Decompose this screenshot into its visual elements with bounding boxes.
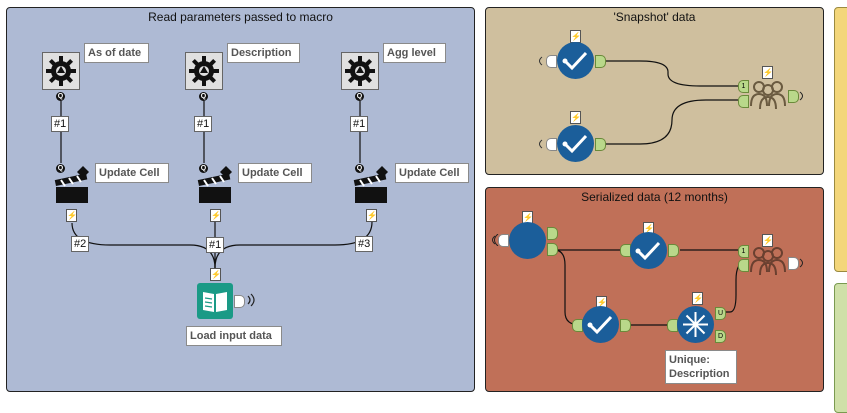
update-cell-tool[interactable] [53, 164, 93, 206]
output-anchor[interactable] [595, 138, 606, 151]
unique-tool[interactable] [677, 306, 714, 343]
checkmark-icon [635, 241, 661, 261]
broadcast-icon [799, 258, 803, 268]
clapperboard-icon [197, 166, 232, 203]
filter-check-tool[interactable] [630, 232, 667, 269]
input-anchor[interactable] [738, 259, 749, 272]
broadcast-icon [539, 139, 543, 149]
question-anchor[interactable]: Q [355, 164, 364, 173]
output-anchor[interactable] [620, 319, 631, 332]
input-label: Description [227, 43, 300, 63]
lightning-icon[interactable]: ⚡ [570, 111, 581, 124]
broadcast-icon [247, 293, 255, 307]
unique-label: Unique: Description [665, 350, 737, 384]
people-icon [750, 81, 786, 110]
input-anchor[interactable]: 1 [738, 80, 749, 93]
output-anchor[interactable] [547, 227, 558, 240]
checkmark-icon [562, 51, 588, 71]
input-label: Agg level [383, 43, 446, 63]
snowflake-icon [683, 312, 708, 337]
update-cell-tool[interactable] [196, 164, 236, 206]
question-anchor[interactable]: Q [355, 92, 364, 101]
book-icon [197, 283, 233, 319]
lightning-icon[interactable]: ⚡ [66, 209, 77, 222]
container-title: Read parameters passed to macro [148, 10, 333, 24]
lightning-icon[interactable]: ⚡ [762, 66, 773, 79]
question-anchor[interactable]: Q [199, 164, 208, 173]
load-input-data-tool[interactable] [197, 283, 233, 319]
union-tool[interactable] [749, 78, 787, 110]
connection-tag: #3 [355, 236, 374, 252]
output-anchor[interactable] [547, 243, 558, 256]
lightning-icon[interactable]: ⚡ [692, 292, 703, 305]
update-cell-label: Update Cell [238, 163, 312, 183]
interface-tool-as-of-date[interactable] [42, 52, 80, 90]
unique-anchor[interactable]: U [715, 307, 726, 320]
lightning-icon[interactable]: ⚡ [366, 209, 377, 222]
clapperboard-icon [353, 166, 388, 203]
broadcast-icon [799, 91, 803, 101]
container-title: Serialized data (12 months) [581, 190, 728, 204]
container-title: 'Snapshot' data [613, 10, 696, 24]
question-anchor[interactable]: Q [56, 92, 65, 101]
generate-rows-tool[interactable] [509, 222, 546, 259]
clapperboard-icon [54, 166, 89, 203]
broadcast-icon [539, 56, 543, 66]
lightning-icon[interactable]: ⚡ [210, 268, 221, 281]
interface-tool-agg-level[interactable] [341, 52, 379, 90]
union-tool[interactable] [749, 244, 787, 276]
question-anchor[interactable]: Q [56, 164, 65, 173]
filter-check-tool[interactable] [582, 306, 619, 343]
broadcast-icon [492, 234, 499, 246]
question-anchor[interactable]: Q [199, 92, 208, 101]
partial-container-yellow[interactable] [834, 7, 847, 272]
input-label: As of date [84, 43, 149, 63]
connection-tag: #1 [206, 237, 225, 253]
update-cell-label: Update Cell [95, 163, 169, 183]
gear-icon [341, 52, 379, 90]
output-anchor[interactable] [595, 55, 606, 68]
checkmark-icon [587, 315, 613, 335]
duplicate-anchor[interactable]: D [715, 330, 726, 343]
connection-tag: #1 [350, 116, 369, 132]
filter-check-tool[interactable] [557, 42, 594, 79]
input-anchor[interactable]: 1 [738, 245, 749, 258]
lightning-icon[interactable]: ⚡ [210, 209, 221, 222]
interface-tool-description[interactable] [185, 52, 223, 90]
load-input-label: Load input data [186, 326, 282, 346]
input-anchor[interactable] [498, 234, 509, 247]
connection-tag: #1 [51, 116, 70, 132]
filter-check-tool[interactable] [557, 125, 594, 162]
input-anchor[interactable] [546, 55, 557, 68]
output-anchor[interactable] [788, 90, 799, 103]
lightning-icon[interactable]: ⚡ [762, 234, 773, 247]
gear-icon [185, 52, 223, 90]
serialized-data-container[interactable]: Serialized data (12 months) [485, 187, 824, 392]
update-cell-tool[interactable] [352, 164, 392, 206]
update-cell-label: Update Cell [395, 163, 469, 183]
connection-tag: #2 [71, 236, 90, 252]
output-anchor[interactable] [234, 295, 245, 308]
checkmark-icon [562, 134, 588, 154]
connection-tag: #1 [194, 116, 213, 132]
output-anchor[interactable] [668, 244, 679, 257]
input-anchor[interactable] [738, 95, 749, 108]
people-icon [750, 247, 786, 276]
gear-icon [42, 52, 80, 90]
input-anchor[interactable] [546, 138, 557, 151]
output-anchor[interactable] [788, 257, 799, 270]
